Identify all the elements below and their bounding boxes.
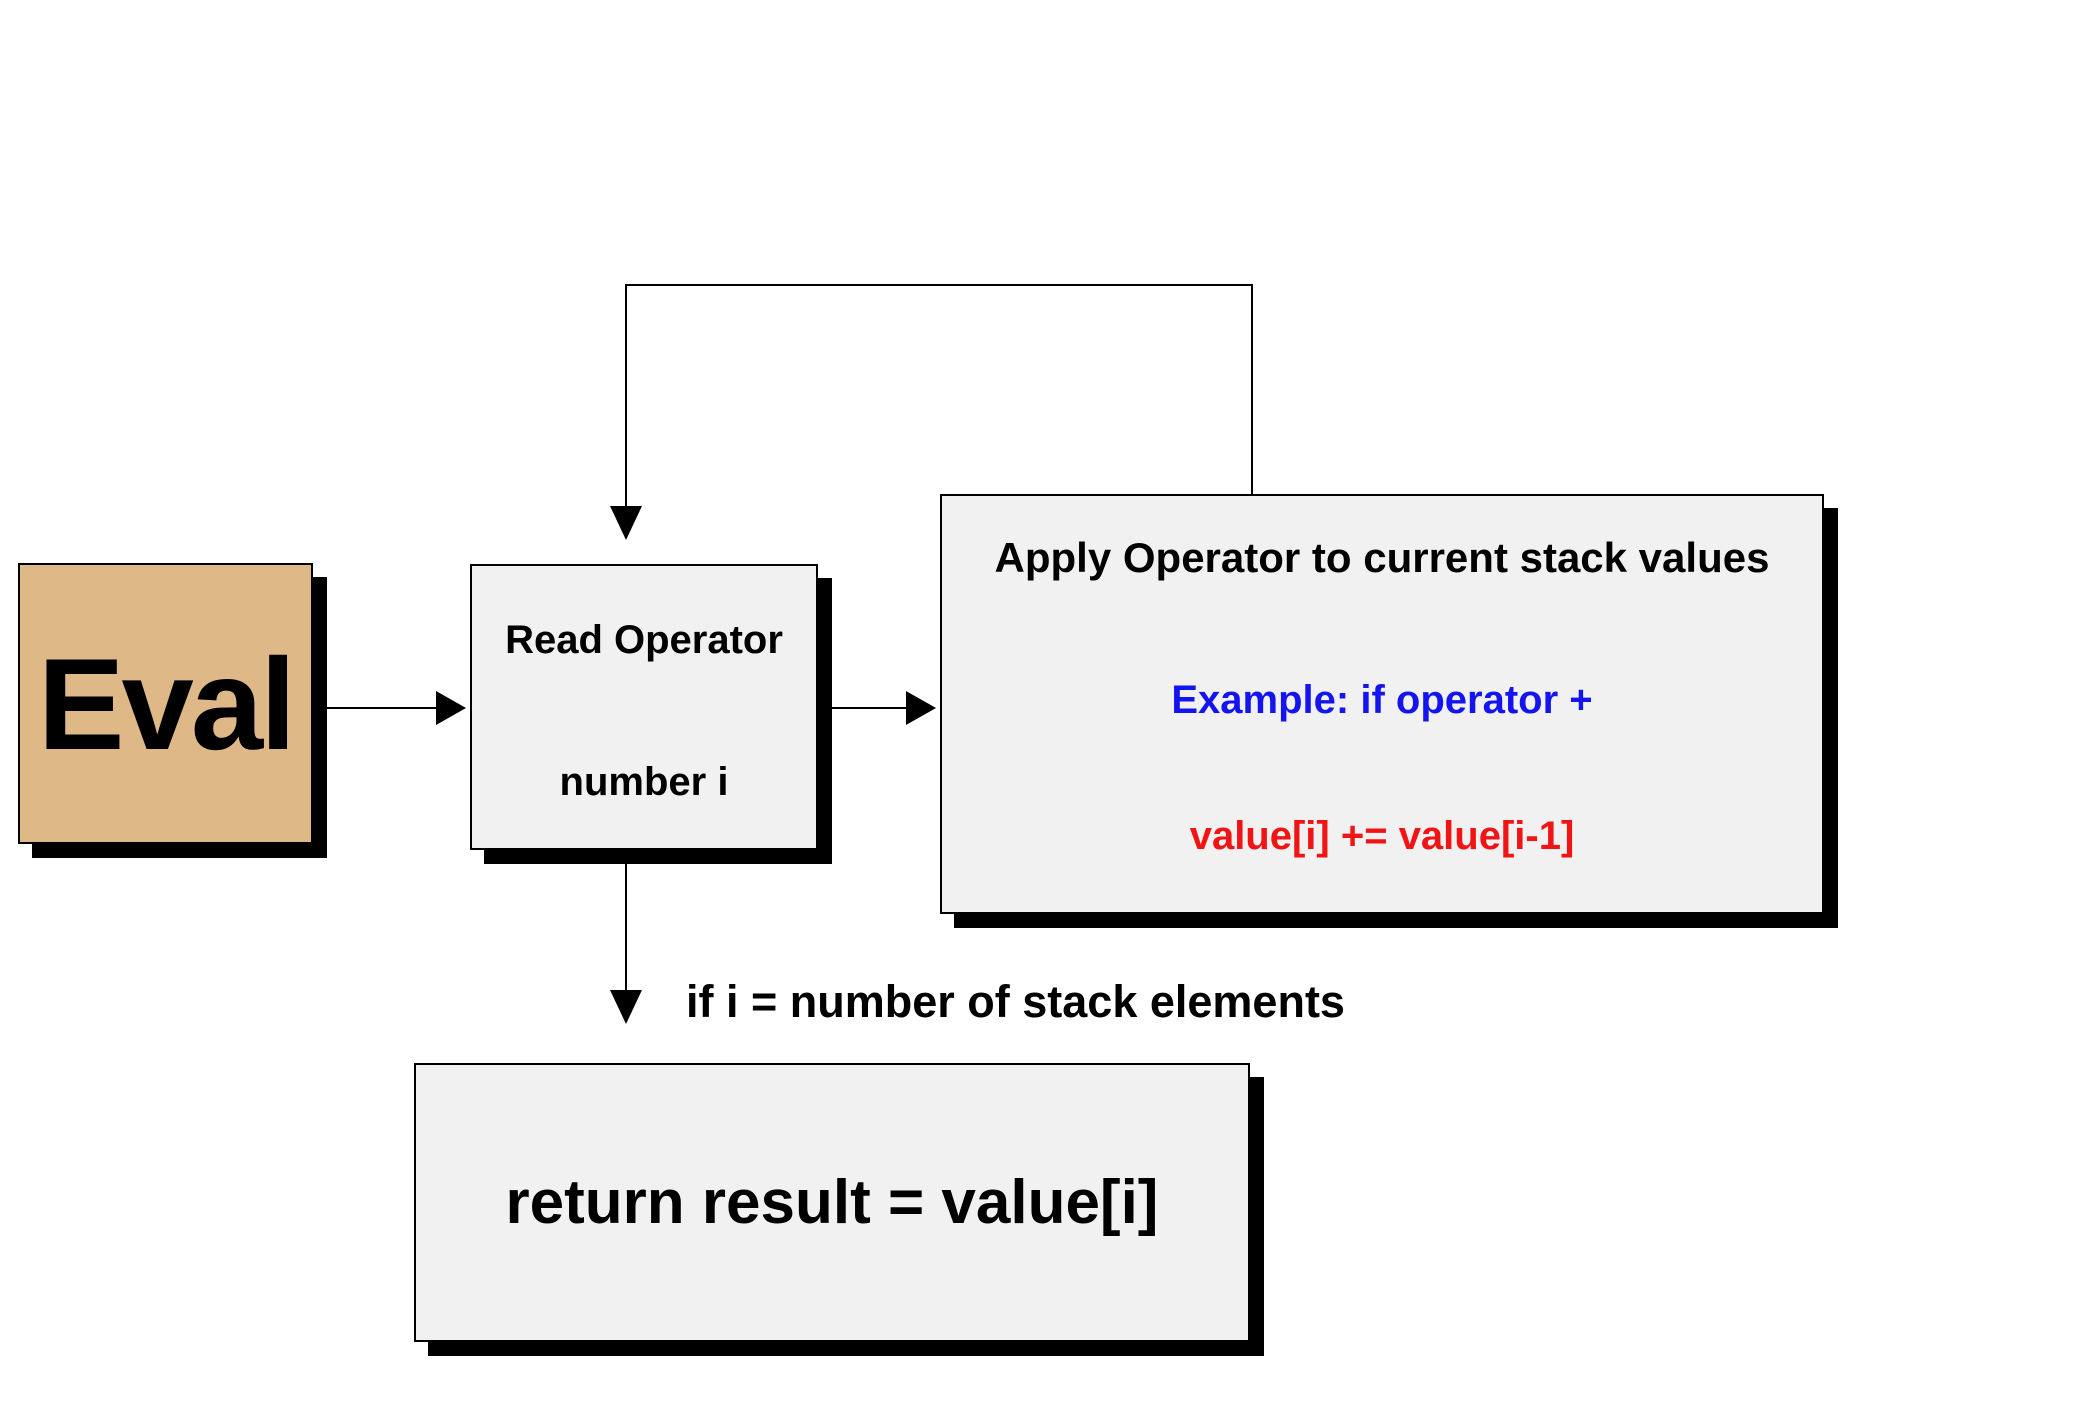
edge-read-to-apply-line: [828, 707, 908, 709]
loop-edge-down-segment: [625, 284, 627, 508]
apply-operator-node: Apply Operator to current stack values E…: [940, 494, 1824, 914]
apply-operator-code: value[i] += value[i-1]: [1189, 814, 1575, 858]
read-operator-line2: number i: [559, 760, 729, 804]
apply-operator-example: Example: if operator +: [1171, 678, 1593, 722]
return-result-label: return result = value[i]: [505, 1168, 1159, 1237]
arrowhead-right-icon: [436, 691, 466, 725]
loop-edge-up-segment: [1251, 284, 1253, 494]
condition-label: if i = number of stack elements: [686, 976, 1345, 1027]
read-operator-line1: Read Operator: [505, 618, 783, 662]
return-result-node: return result = value[i]: [414, 1063, 1250, 1342]
apply-operator-title: Apply Operator to current stack values: [994, 534, 1770, 581]
loop-edge-top-segment: [625, 284, 1253, 286]
start-node-label: Eval: [37, 630, 296, 777]
arrowhead-down-icon: [610, 990, 642, 1024]
read-operator-node: Read Operator number i: [470, 564, 818, 850]
edge-eval-to-read-line: [320, 707, 438, 709]
arrowhead-right-icon: [906, 691, 936, 725]
start-node-eval: Eval: [18, 563, 313, 844]
edge-read-to-return-line: [625, 852, 627, 992]
arrowhead-down-icon: [610, 506, 642, 540]
